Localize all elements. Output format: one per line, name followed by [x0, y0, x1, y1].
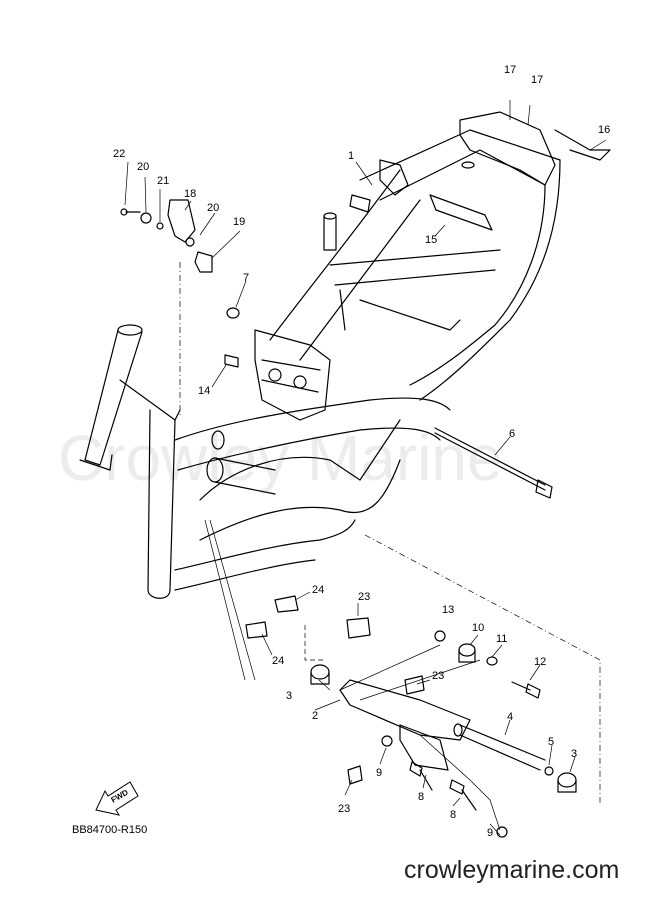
callout-9: 9: [376, 767, 382, 779]
callout-24: 24: [312, 584, 324, 596]
callout-3: 3: [286, 690, 292, 702]
callout-4: 4: [507, 711, 513, 723]
callout-24: 24: [272, 655, 284, 667]
callout-16: 16: [598, 124, 610, 136]
callout-12: 12: [534, 656, 546, 668]
website-footer: crowleymarine.com: [404, 856, 620, 884]
callout-22: 22: [113, 148, 125, 160]
callout-8: 8: [450, 809, 456, 821]
callout-19: 19: [233, 216, 245, 228]
callout-23: 23: [432, 670, 444, 682]
callout-20: 20: [137, 161, 149, 173]
callout-18: 18: [184, 188, 196, 200]
callout-21: 21: [157, 175, 169, 187]
callout-14: 14: [198, 385, 210, 397]
callout-17: 17: [531, 74, 543, 86]
callout-10: 10: [472, 622, 484, 634]
callout-6: 6: [509, 428, 515, 440]
callout-8: 8: [418, 791, 424, 803]
callout-11: 11: [496, 633, 507, 645]
fwd-arrow-icon: FWD: [95, 781, 139, 816]
callout-20: 20: [207, 202, 219, 214]
callout-2: 2: [312, 710, 318, 722]
callout-15: 15: [425, 234, 437, 246]
callout-23: 23: [358, 591, 370, 603]
callout-17: 17: [504, 64, 516, 76]
frame-drawing: [79, 111, 611, 838]
reference-code: BB84700-R150: [72, 824, 148, 836]
leader-lines: [124, 100, 607, 836]
watermark: Crowley Marine: [58, 422, 503, 494]
callout-13: 13: [442, 604, 454, 616]
callout-9: 9: [487, 827, 493, 839]
callout-3: 3: [571, 748, 577, 760]
callout-7: 7: [243, 272, 249, 284]
callout-23: 23: [338, 803, 350, 815]
callout-1: 1: [348, 150, 354, 162]
callout-5: 5: [548, 736, 554, 748]
callout-labels: 1 2 3 3 4 5 6 7 8 8 9 9 10 11 12 13 14 1…: [113, 64, 610, 839]
